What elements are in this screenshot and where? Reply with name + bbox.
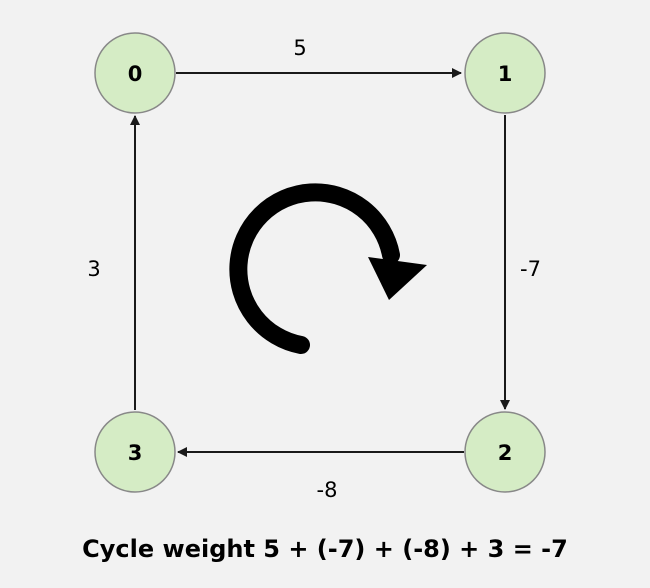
node-3: 3: [94, 411, 176, 493]
node-1: 1: [464, 32, 546, 114]
node-0: 0: [94, 32, 176, 114]
edge-3-0: 3: [87, 115, 140, 410]
cycle-arrow-head: [368, 257, 427, 300]
node-2: 2: [464, 411, 546, 493]
edge-3-0-weight: 3: [87, 257, 100, 281]
edge-0-1-weight: 5: [293, 36, 306, 60]
node-0-circle: [94, 32, 176, 114]
node-1-circle: [464, 32, 546, 114]
edge-0-1: 5: [176, 36, 462, 78]
edge-1-2: -7: [500, 115, 541, 410]
node-2-circle: [464, 411, 546, 493]
edge-2-3: -8: [177, 447, 464, 502]
edge-1-2-weight: -7: [520, 257, 541, 281]
node-3-circle: [94, 411, 176, 493]
node-3-label: 3: [128, 441, 143, 465]
node-2-label: 2: [498, 441, 513, 465]
cycle-weight-caption: Cycle weight 5 + (-7) + (-8) + 3 = -7: [82, 535, 568, 563]
cycle-arrow-arc: [229, 183, 400, 354]
node-0-label: 0: [128, 62, 143, 86]
edge-2-3-weight: -8: [317, 478, 338, 502]
node-1-label: 1: [498, 62, 513, 86]
clockwise-cycle-arrow-icon: [229, 183, 427, 354]
